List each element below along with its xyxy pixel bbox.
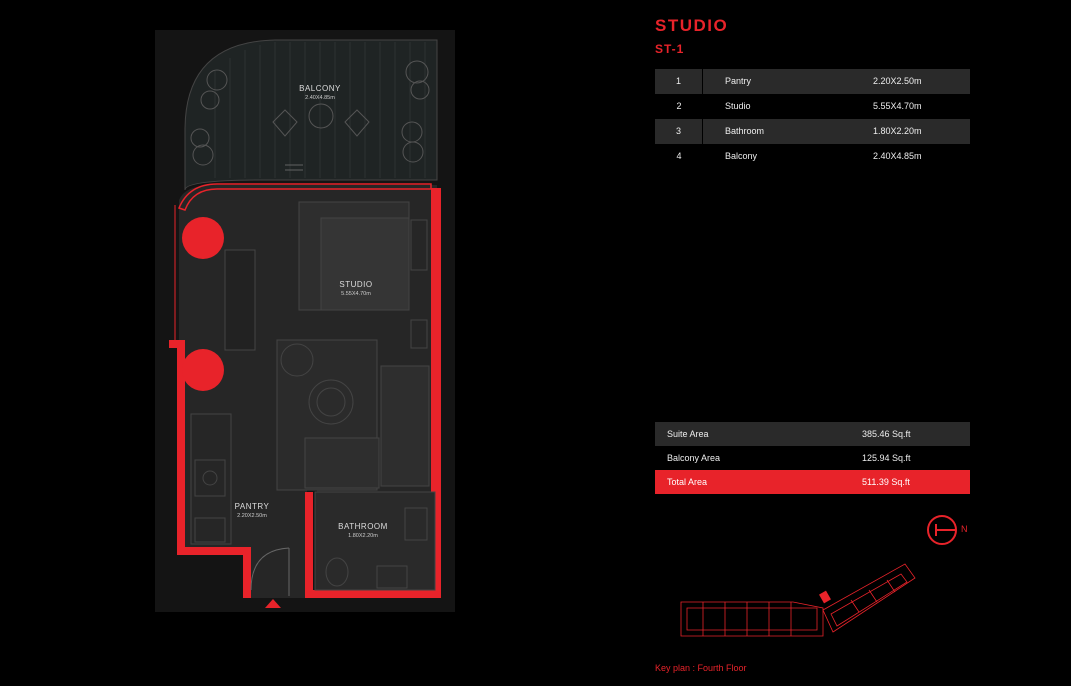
column	[182, 349, 224, 391]
unit-code: ST-1	[655, 42, 685, 56]
table-row: 2 Studio 5.55X4.70m	[676, 101, 922, 111]
floor-plan: BALCONY 2.40X4.85m STUDIO 5.55X4.70m PAN…	[155, 30, 455, 612]
compass-label: N	[961, 524, 968, 534]
interior	[169, 183, 441, 608]
column	[182, 217, 224, 259]
suite-area-row: Suite Area 385.46 Sq.ft	[655, 422, 970, 446]
balcony-area-row: Balcony Area 125.94 Sq.ft	[667, 453, 911, 463]
balcony-area	[184, 39, 438, 191]
table-row: 1 Pantry 2.20X2.50m	[655, 69, 970, 94]
table-row: 4 Balcony 2.40X4.85m	[676, 151, 922, 161]
key-plan	[680, 563, 916, 637]
unit-highlight	[819, 590, 831, 604]
pantry-label: PANTRY 2.20X2.50m	[234, 502, 270, 519]
table-row: 3 Bathroom 1.80X2.20m	[655, 119, 970, 144]
balcony-label: BALCONY 2.40X4.85m	[299, 84, 341, 101]
bathroom-label: BATHROOM 1.80X2.20m	[338, 522, 388, 539]
compass-icon	[927, 515, 957, 545]
entrance-marker	[265, 599, 281, 608]
total-area-row: Total Area 511.39 Sq.ft	[655, 470, 970, 494]
area-table: Suite Area 385.46 Sq.ft Balcony Area 125…	[655, 422, 970, 494]
unit-title: STUDIO	[655, 16, 729, 35]
room-table: 1 Pantry 2.20X2.50m 2 Studio 5.55X4.70m …	[655, 69, 970, 169]
key-plan-label: Key plan : Fourth Floor	[655, 663, 747, 673]
studio-label: STUDIO 5.55X4.70m	[339, 280, 373, 297]
floor-plan-drawing	[169, 39, 441, 608]
